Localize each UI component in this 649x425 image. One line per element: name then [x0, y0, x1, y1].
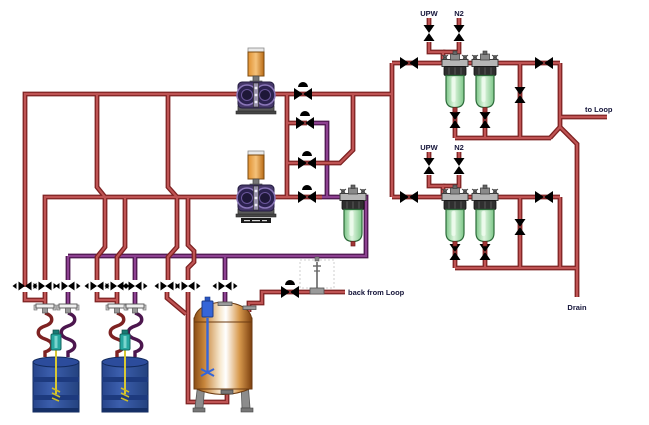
- upw-valve-top: [423, 25, 438, 41]
- back-from-loop-label: back from Loop: [348, 288, 405, 297]
- n2-valve-bottom: [453, 158, 468, 174]
- n2-label-bottom: N2: [454, 143, 464, 152]
- tank-outlet-valve-b: [175, 281, 201, 291]
- upw-label-bottom: UPW: [420, 143, 438, 152]
- mix-day-tank: [192, 296, 257, 413]
- pump1-discharge-valve: [294, 82, 312, 100]
- drum1-bung-adapter-1: [33, 303, 57, 314]
- red-pipe-network: [23, 18, 607, 404]
- drum1-return-hose: [59, 311, 77, 359]
- n2-valve-top: [453, 25, 468, 41]
- drum1-return-valve: [55, 281, 81, 291]
- purple-pipe-network: [66, 121, 368, 305]
- crossover-valve-1: [296, 111, 314, 129]
- drain-label: Drain: [567, 303, 587, 312]
- diaphragm-pump-1: [235, 47, 277, 115]
- loop-filter-1b: [471, 50, 499, 113]
- return-line-valve: [281, 280, 299, 298]
- n2-label-top: N2: [454, 9, 464, 18]
- upw-label-top: UPW: [420, 9, 438, 18]
- to-loop-label: to Loop: [585, 105, 613, 114]
- drum2-return-valve: [122, 281, 148, 291]
- tank-inlet-valve: [212, 281, 238, 291]
- drum1-bung-adapter-2: [56, 303, 80, 314]
- pump2-discharge-valve: [298, 185, 316, 203]
- drum1-feed-valve-b: [32, 281, 58, 291]
- crossover-valve-2: [298, 151, 316, 169]
- diaphragm-pump-2: [235, 150, 277, 218]
- drum1-suction-hose: [36, 311, 54, 359]
- pump2-nameplate: [241, 218, 271, 223]
- inline-filter: [339, 184, 367, 247]
- upw-valve-bottom: [423, 158, 438, 174]
- purple-pipe-network: [65, 120, 369, 305]
- loop-filter-2a: [441, 184, 469, 247]
- loop-filter-2b: [471, 184, 499, 247]
- label-layer: UPW N2 UPW N2 to Loop back from Loop Dra…: [348, 9, 613, 312]
- loop-filter-1a: [441, 50, 469, 113]
- return-line-instrument: [299, 256, 335, 295]
